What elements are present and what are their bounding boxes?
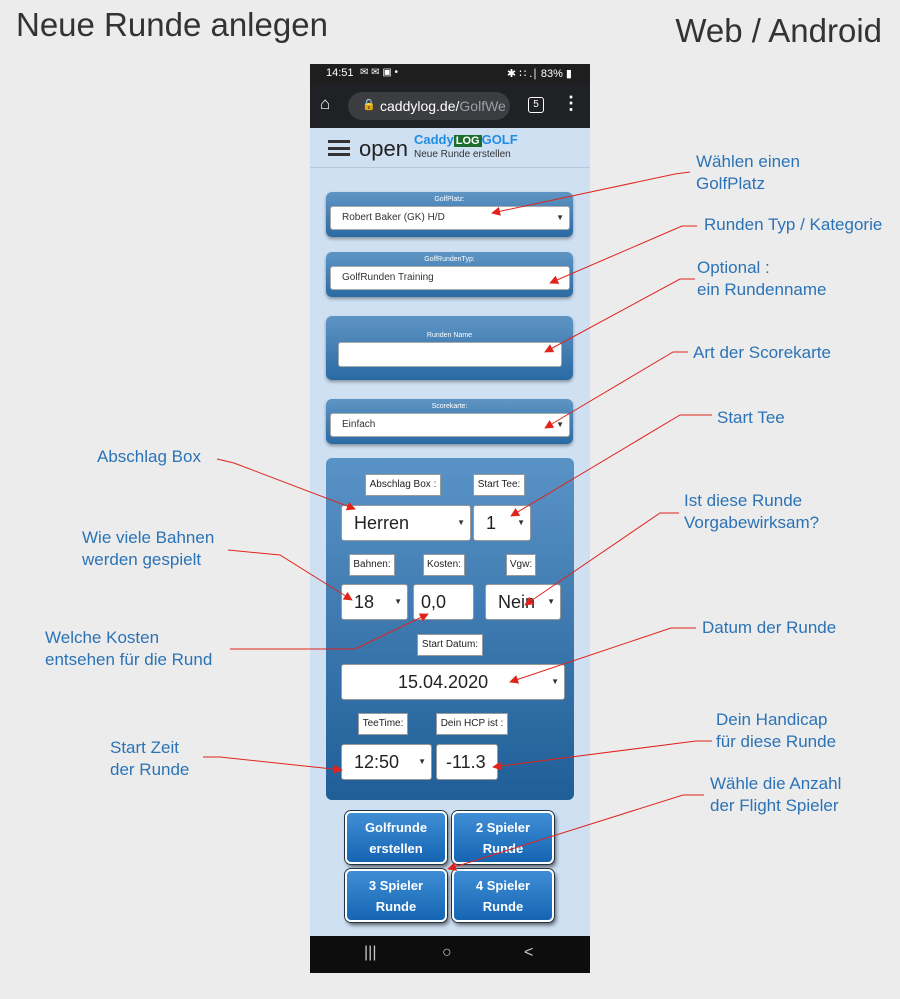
arrow-kosten <box>230 613 429 650</box>
lock-icon: 🔒 <box>362 99 376 111</box>
annotation-scorekarte: Art der Scorekarte <box>693 343 831 362</box>
chevron-down-icon: ▼ <box>394 597 402 606</box>
browser-toolbar: ⌂ 🔒 caddylog.de/GolfWet 5 ⋮ <box>310 84 590 128</box>
chevron-down-icon: ▼ <box>556 213 564 222</box>
annotation-starttee: Start Tee <box>717 408 785 427</box>
arrow-startzeit <box>203 756 343 774</box>
battery-status: ✱ ∷ .∣ 83% ▮ <box>506 68 572 80</box>
starttee-label: Start Tee: <box>473 474 525 496</box>
annotation-rundenname: Optional :ein Rundenname <box>697 258 827 299</box>
menu-open-label[interactable]: open <box>359 136 408 161</box>
annotation-abschlag: Abschlag Box <box>97 447 201 466</box>
phone-screen: 14:51 ✉ ✉ ▣ • ✱ ∷ .∣ 83% ▮ ⌂ 🔒 caddylog.… <box>310 64 590 973</box>
annotation-datum: Datum der Runde <box>702 618 837 637</box>
app-subtitle: Neue Runde erstellen <box>414 149 511 160</box>
rundenname-card: Runden Name <box>326 316 573 380</box>
startdatum-label: Start Datum: <box>417 634 483 656</box>
chevron-down-icon: ▼ <box>457 518 465 527</box>
arrow-vgw <box>524 512 679 606</box>
arrow-bahnen <box>227 549 353 601</box>
status-time: 14:51 <box>326 67 354 79</box>
android-nav-bar: ||| ○ < <box>310 936 590 973</box>
rundentyp-select[interactable]: GolfRunden Training <box>330 266 570 290</box>
round-details-panel: Abschlag Box : Start Tee: Herren▼ 1▼ Bah… <box>326 458 574 800</box>
url-bar[interactable]: 🔒 caddylog.de/GolfWet <box>348 92 510 120</box>
arrow-flight <box>447 794 704 871</box>
home-icon[interactable]: ⌂ <box>320 94 331 113</box>
platform-label: Web / Android <box>675 12 882 49</box>
chevron-down-icon: ▼ <box>551 677 559 686</box>
golfplatz-card: GolfPlatz: Robert Baker (GK) H/D▼ <box>326 192 573 237</box>
arrow-datum <box>509 627 696 684</box>
bahnen-select[interactable]: 18▼ <box>341 584 408 620</box>
url-host: caddylog.de/ <box>380 98 460 114</box>
scorekarte-label: Scorekarte: <box>431 403 468 410</box>
startdatum-select[interactable]: 15.04.2020▼ <box>341 664 565 700</box>
rundenname-input[interactable] <box>338 342 562 367</box>
golfplatz-label: GolfPlatz: <box>434 196 465 203</box>
teetime-label: TeeTime: <box>358 713 408 735</box>
abschlag-select[interactable]: Herren▼ <box>341 505 471 541</box>
chevron-down-icon: ▼ <box>517 518 525 527</box>
bahnen-label: Bahnen: <box>349 554 395 576</box>
golfplatz-select[interactable]: Robert Baker (GK) H/D▼ <box>330 206 570 230</box>
chevron-down-icon: ▼ <box>418 757 426 766</box>
page-title: Neue Runde anlegen <box>16 6 328 43</box>
hamburger-menu-icon[interactable] <box>328 140 350 156</box>
chevron-down-icon: ▼ <box>547 597 555 606</box>
arrow-rundenname <box>544 278 695 353</box>
arrow-golfplatz <box>491 171 691 216</box>
annotation-rundentyp: Runden Typ / Kategorie <box>704 215 883 234</box>
status-bar: 14:51 ✉ ✉ ▣ • ✱ ∷ .∣ 83% ▮ <box>310 64 590 84</box>
arrow-abschlag <box>216 458 356 511</box>
rundentyp-card: GolfRundenTyp: GolfRunden Training <box>326 252 573 297</box>
arrow-scorekarte <box>544 351 688 429</box>
arrow-hcp <box>492 740 712 771</box>
hcp-label: Dein HCP ist : <box>436 713 508 735</box>
tabs-count-icon[interactable]: 5 <box>528 97 544 113</box>
abschlag-label: Abschlag Box : <box>365 474 441 496</box>
arrow-starttee <box>510 414 712 517</box>
rundenname-label: Runden Name <box>426 332 473 339</box>
more-menu-icon[interactable]: ⋮ <box>562 93 580 113</box>
home-nav-icon[interactable]: ○ <box>442 944 452 961</box>
url-path: GolfWet <box>459 98 506 114</box>
kosten-label: Kosten: <box>423 554 465 576</box>
recents-icon[interactable]: ||| <box>364 944 377 961</box>
arrow-rundentyp <box>549 225 697 284</box>
scorekarte-card: Scorekarte: Einfach▼ <box>326 399 573 444</box>
scorekarte-select[interactable]: Einfach▼ <box>330 413 570 437</box>
chevron-down-icon: ▼ <box>556 420 564 429</box>
rundentyp-label: GolfRundenTyp: <box>424 256 475 263</box>
vgw-label: Vgw: <box>506 554 536 576</box>
teetime-select[interactable]: 12:50▼ <box>341 744 432 780</box>
back-icon[interactable]: < <box>524 944 534 961</box>
starttee-select[interactable]: 1▼ <box>473 505 531 541</box>
notification-icons: ✉ ✉ ▣ • <box>360 67 399 78</box>
